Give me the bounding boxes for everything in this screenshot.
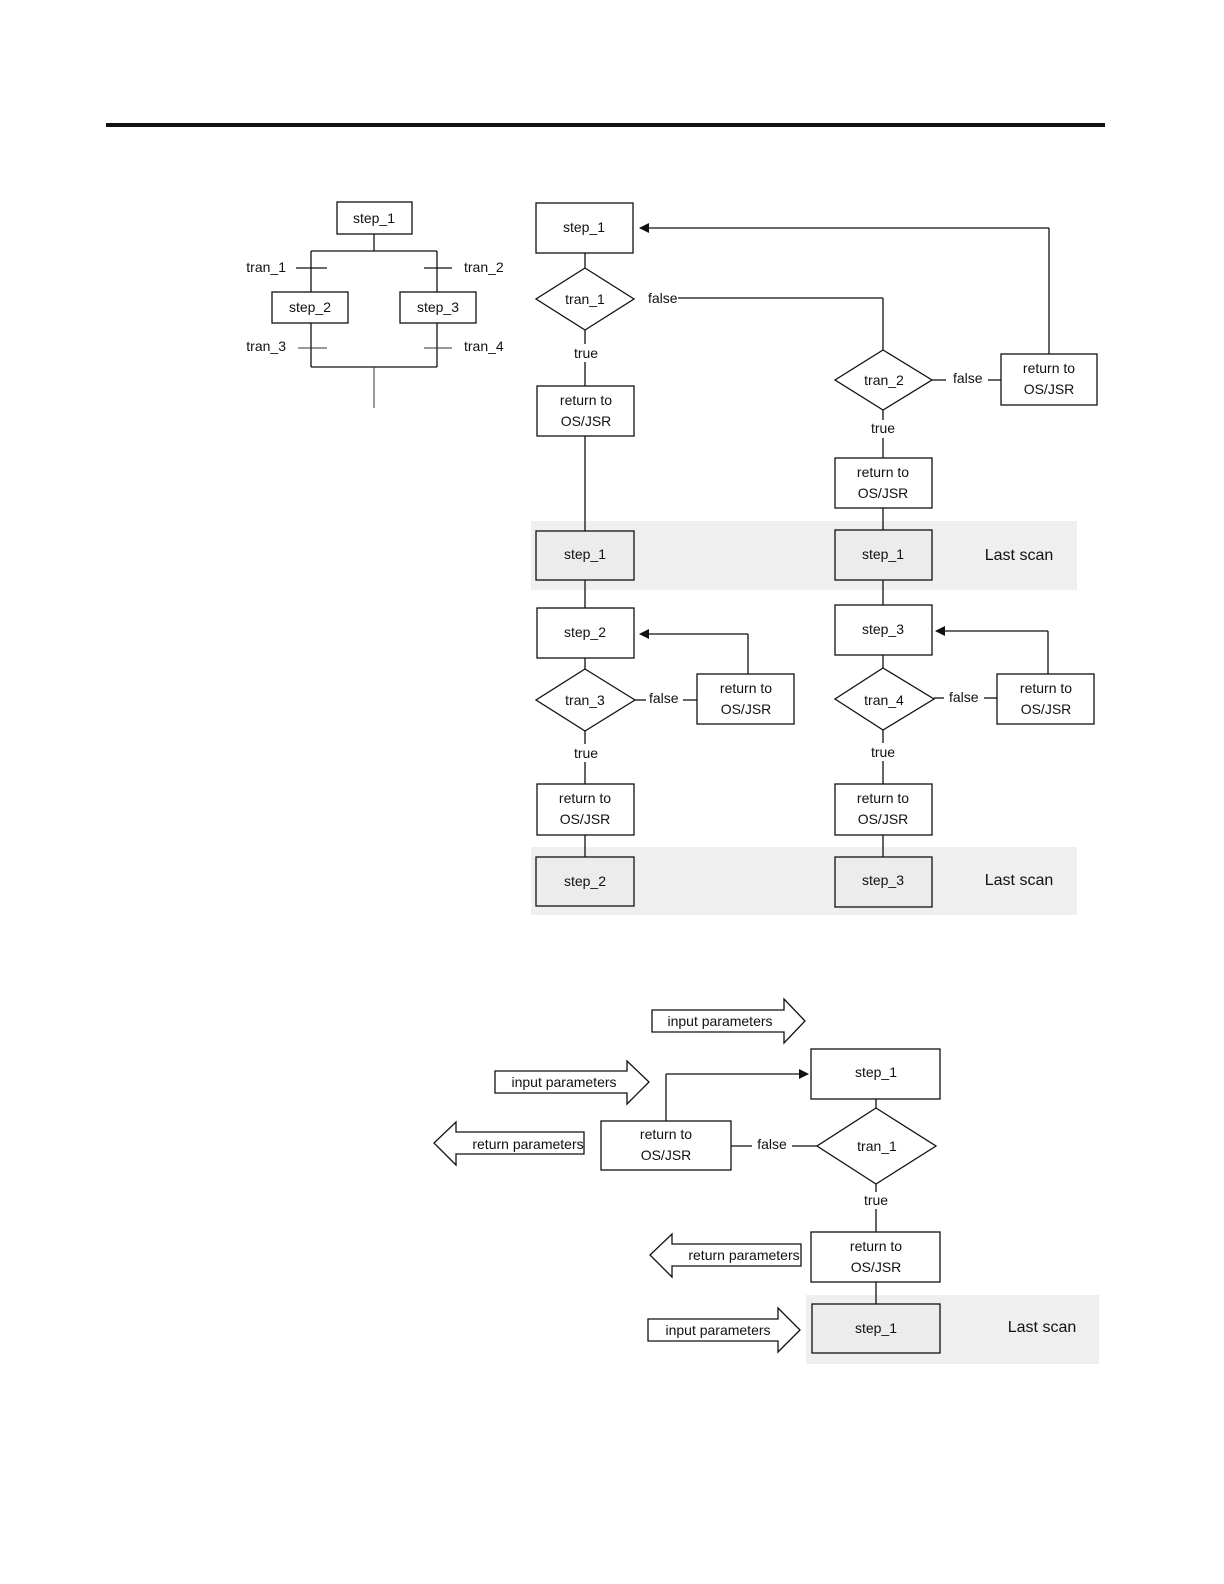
flow-tran-1-label: tran_1 bbox=[565, 291, 605, 307]
sfc-tran-2-label: tran_2 bbox=[464, 259, 504, 275]
params-last-step-1-label: step_1 bbox=[855, 1320, 897, 1336]
flow-tran-4-true: true bbox=[871, 744, 895, 760]
flow-tran-1-true: true bbox=[574, 345, 598, 361]
flow-last-scan-2: Last scan bbox=[985, 872, 1053, 889]
params-last-scan: Last scan bbox=[1008, 1319, 1076, 1336]
params-step-1-label: step_1 bbox=[855, 1064, 897, 1080]
sfc-tran-4-label: tran_4 bbox=[464, 338, 504, 354]
flow-return-3-line2: OS/JSR bbox=[858, 485, 909, 501]
flow-tran-1-false: false bbox=[648, 290, 678, 306]
flow-return-box-2 bbox=[1000, 353, 1098, 406]
flow-return-1-line1: return to bbox=[560, 392, 612, 408]
flow-return-box-4 bbox=[696, 673, 795, 725]
flow-return-box-7 bbox=[834, 783, 933, 836]
params-return-box-1 bbox=[600, 1120, 732, 1171]
params-tran-1-diamond bbox=[815, 1107, 938, 1185]
sfc-step-2-box bbox=[271, 291, 349, 324]
sfc-step-2-label: step_2 bbox=[289, 299, 331, 315]
params-last-step-1-box bbox=[811, 1303, 941, 1354]
flow-tran-2-false: false bbox=[953, 370, 983, 386]
params-step-1-box bbox=[810, 1048, 941, 1100]
flow-tran-2-true: true bbox=[871, 420, 895, 436]
flow-step-1-label: step_1 bbox=[563, 219, 605, 235]
flow-tran-3-false: false bbox=[649, 690, 679, 706]
flow-tran-1-diamond bbox=[534, 267, 636, 331]
flow-last-step-2-label: step_2 bbox=[564, 873, 606, 889]
flow-last-step-1-left bbox=[535, 530, 635, 581]
flow-return-2-line2: OS/JSR bbox=[1024, 381, 1075, 397]
sfc-step-1-label: step_1 bbox=[353, 210, 395, 226]
flow-return-5-line1: return to bbox=[1020, 680, 1072, 696]
sfc-step-3-label: step_3 bbox=[417, 299, 459, 315]
input-params-arrow-1 bbox=[651, 997, 806, 1045]
flow-step-3-label: step_3 bbox=[862, 621, 904, 637]
params-tran-1-true: true bbox=[864, 1192, 888, 1208]
flow-return-box-5 bbox=[996, 673, 1095, 725]
flow-return-box-6 bbox=[536, 783, 635, 836]
params-return-2-line2: OS/JSR bbox=[851, 1259, 902, 1275]
input-params-arrow-1-label: input parameters bbox=[667, 1013, 772, 1029]
flow-return-4-line1: return to bbox=[720, 680, 772, 696]
params-return-2-line1: return to bbox=[850, 1238, 902, 1254]
flow-tran-2-label: tran_2 bbox=[864, 372, 904, 388]
flow-return-box-3 bbox=[834, 457, 933, 509]
flow-last-step-1-right bbox=[834, 529, 933, 581]
flow-step-2-box bbox=[536, 607, 635, 659]
flow-last-step-1-left-label: step_1 bbox=[564, 546, 606, 562]
flow-return-box-1 bbox=[536, 385, 635, 437]
params-tran-1-label: tran_1 bbox=[857, 1138, 897, 1154]
flow-tran-3-true: true bbox=[574, 745, 598, 761]
sfc-tran-3-label: tran_3 bbox=[246, 338, 286, 354]
flow-last-step-3 bbox=[834, 856, 933, 908]
flow-return-5-line2: OS/JSR bbox=[1021, 701, 1072, 717]
sfc-tran-1-label: tran_1 bbox=[246, 259, 286, 275]
flow-step-1-box bbox=[535, 202, 634, 254]
flow-last-scan-1: Last scan bbox=[985, 547, 1053, 564]
flow-step-2-label: step_2 bbox=[564, 624, 606, 640]
flow-tran-2-diamond bbox=[833, 349, 934, 411]
flow-tran-4-false: false bbox=[949, 689, 979, 705]
input-params-arrow-3 bbox=[647, 1306, 801, 1354]
flow-step-3-box bbox=[834, 604, 933, 656]
flow-return-3-line1: return to bbox=[857, 464, 909, 480]
flow-tran-4-diamond bbox=[833, 667, 936, 731]
return-params-arrow-2 bbox=[649, 1232, 802, 1279]
flow-tran-3-diamond bbox=[534, 668, 637, 732]
params-return-1-line2: OS/JSR bbox=[641, 1147, 692, 1163]
flow-return-6-line1: return to bbox=[559, 790, 611, 806]
flow-diagram: step_1 tran_1 false true return to OS/JS… bbox=[531, 202, 1098, 915]
sfc-step-3-box bbox=[399, 291, 477, 324]
flow-tran-3-label: tran_3 bbox=[565, 692, 605, 708]
flow-return-6-line2: OS/JSR bbox=[560, 811, 611, 827]
return-params-arrow-1-label: return parameters bbox=[472, 1136, 583, 1152]
params-diagram: input parameters input parameters return… bbox=[433, 997, 1099, 1364]
input-params-arrow-2 bbox=[494, 1059, 650, 1106]
flow-last-step-2 bbox=[535, 856, 635, 907]
params-return-box-2 bbox=[810, 1231, 941, 1283]
params-tran-1-false: false bbox=[757, 1136, 787, 1152]
flow-tran-4-label: tran_4 bbox=[864, 692, 904, 708]
flow-return-7-line2: OS/JSR bbox=[858, 811, 909, 827]
flow-last-step-1-right-label: step_1 bbox=[862, 546, 904, 562]
flow-return-1-line2: OS/JSR bbox=[561, 413, 612, 429]
sfc-diagram: step_1 tran_1 tran_2 step_2 step_3 tran_… bbox=[246, 201, 504, 408]
flow-last-step-3-label: step_3 bbox=[862, 872, 904, 888]
flow-return-7-line1: return to bbox=[857, 790, 909, 806]
flow-return-2-line1: return to bbox=[1023, 360, 1075, 376]
sfc-step-1-box bbox=[336, 201, 413, 235]
header-rule bbox=[106, 123, 1105, 127]
input-params-arrow-3-label: input parameters bbox=[665, 1322, 770, 1338]
input-params-arrow-2-label: input parameters bbox=[511, 1074, 616, 1090]
return-params-arrow-1 bbox=[433, 1120, 585, 1167]
flow-return-4-line2: OS/JSR bbox=[721, 701, 772, 717]
params-return-1-line1: return to bbox=[640, 1126, 692, 1142]
return-params-arrow-2-label: return parameters bbox=[688, 1247, 799, 1263]
